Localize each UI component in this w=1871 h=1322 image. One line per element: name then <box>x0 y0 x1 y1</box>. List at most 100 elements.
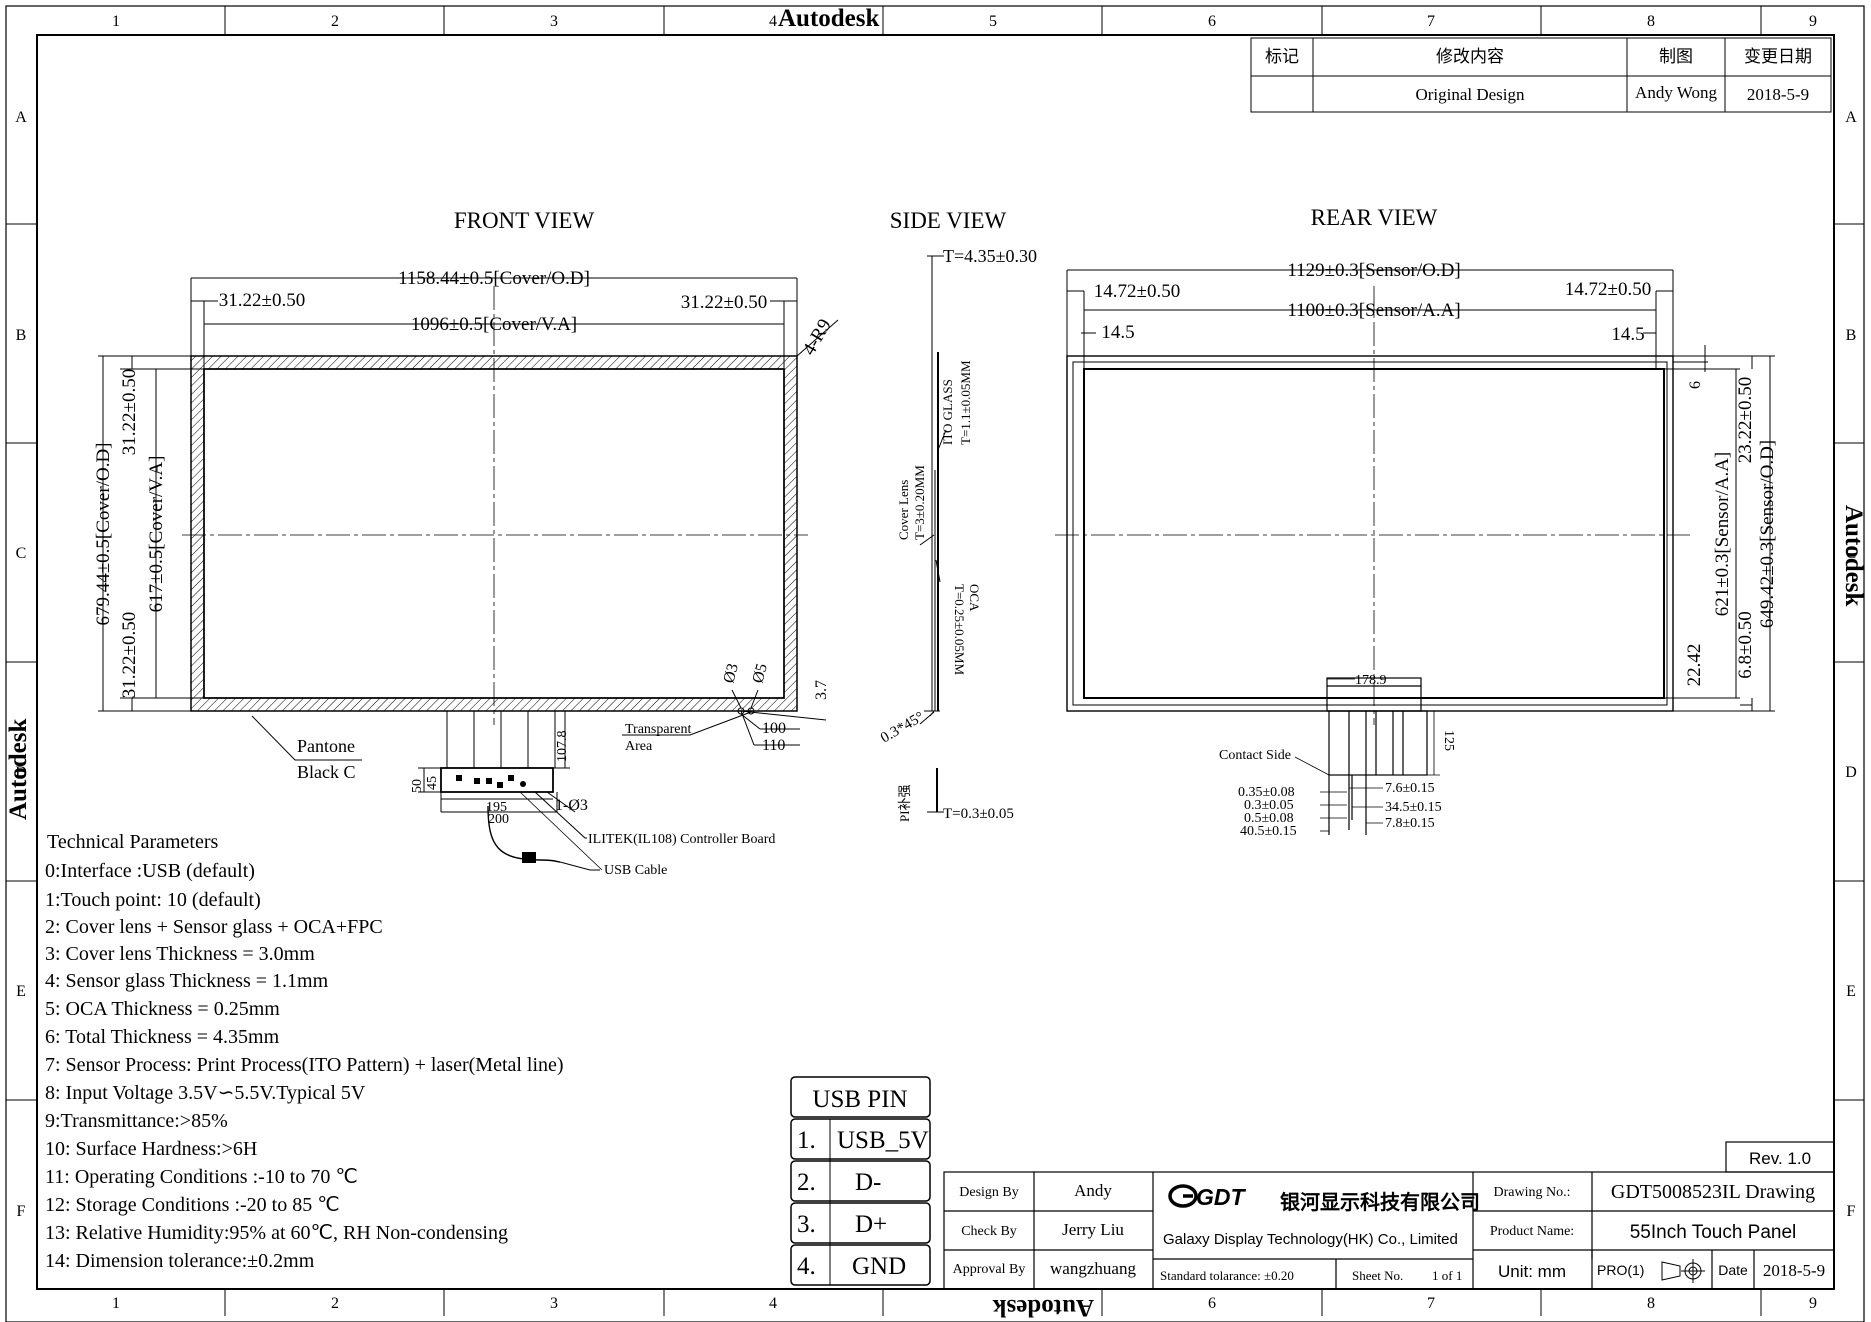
front-label-transparent: Transparent <box>625 722 691 737</box>
usb-pin-2-name: D- <box>855 1169 881 1196</box>
front-dim-margin-top: 31.22±0.50 <box>119 369 140 455</box>
rear-view: REAR VIEW <box>1055 205 1778 839</box>
tech-param-12: 12: Storage Conditions :-20 to 85 ℃ <box>45 1194 340 1216</box>
front-dim-margin-left: 31.22±0.50 <box>219 290 305 311</box>
grid-col-5: 5 <box>989 13 997 30</box>
rear-dim-margin-right: 14.72±0.50 <box>1565 279 1651 300</box>
title-product-name: 55Inch Touch Panel <box>1630 1222 1797 1243</box>
company-logo-icon <box>1168 1184 1198 1208</box>
grid-row-f-right: F <box>1847 1203 1856 1220</box>
tech-param-7: 7: Sensor Process: Print Process(ITO Pat… <box>45 1054 564 1076</box>
grid-col-9: 9 <box>1809 13 1817 30</box>
grid-col-1-bottom: 1 <box>112 1295 120 1312</box>
title-date-label: Date <box>1718 1262 1748 1278</box>
rear-dim-w03: 0.3±0.05 <box>1244 798 1294 813</box>
rear-dim-pitch: 0.35±0.08 <box>1238 785 1295 800</box>
rev-cell-drawn: Andy Wong <box>1635 83 1717 102</box>
rear-dim-sensor-od-h: 649.42±0.3[Sensor/O.D] <box>1757 440 1778 628</box>
grid-col-9-bottom: 9 <box>1809 1295 1817 1312</box>
title-date: 2018-5-9 <box>1763 1261 1825 1280</box>
grid-col-6: 6 <box>1208 13 1216 30</box>
front-hole-c: 1-Ø3 <box>555 797 588 814</box>
grid-col-4-bottom: 4 <box>769 1295 777 1312</box>
rev-header-drawn: 制图 <box>1659 47 1693 66</box>
grid-col-7-bottom: 7 <box>1427 1295 1435 1312</box>
rear-dim-2242: 22.42 <box>1684 644 1705 687</box>
grid-row-b-right: B <box>1846 327 1857 344</box>
tech-param-10: 10: Surface Hardness:>6H <box>45 1138 257 1160</box>
grid-col-4: 4 <box>769 13 777 30</box>
title-block: Rev. 1.0 Design By Check By Approval By … <box>943 1141 1835 1290</box>
usb-pin-title: USB PIN <box>812 1086 907 1113</box>
front-dim-100: 100 <box>762 720 786 737</box>
watermark-left: Autodesk <box>5 718 32 820</box>
rear-dim-margin-left: 14.72±0.50 <box>1094 281 1180 302</box>
grid-col-1: 1 <box>112 13 120 30</box>
grid-labels: 1 2 3 4 5 6 7 8 9 1 2 3 4 6 7 8 9 A B C … <box>15 13 1857 1312</box>
side-label-cover-lens: Cover Lens <box>896 480 911 540</box>
front-label-pantone: Pantone <box>297 736 355 756</box>
grid-col-2: 2 <box>331 13 339 30</box>
rear-dim-6: 6 <box>1687 381 1704 389</box>
rear-view-title: REAR VIEW <box>1311 205 1438 230</box>
grid-row-f: F <box>17 1203 26 1220</box>
front-dim-50: 50 <box>410 779 425 793</box>
front-hole-b: Ø5 <box>749 662 770 685</box>
tech-param-8: 8: Input Voltage 3.5V∽5.5V.Typical 5V <box>45 1082 366 1104</box>
rev-header-content: 修改内容 <box>1436 47 1504 66</box>
side-view-title: SIDE VIEW <box>890 208 1007 233</box>
title-approval-by: wangzhuang <box>1050 1259 1136 1278</box>
title-std-tol: Standard tolarance: ±0.20 <box>1160 1268 1294 1283</box>
rev-header-date: 变更日期 <box>1744 47 1812 66</box>
grid-row-b: B <box>16 327 27 344</box>
rear-dim-w05: 0.5±0.08 <box>1244 811 1294 826</box>
rear-dim-sensor-aa-h: 621±0.3[Sensor/A.A] <box>1712 452 1733 617</box>
title-check-by: Jerry Liu <box>1062 1220 1124 1239</box>
side-dim-total: T=4.35±0.30 <box>943 246 1037 266</box>
usb-pin-1-num: 1. <box>797 1127 816 1154</box>
revision-table: 标记 修改内容 制图 变更日期 Original Design Andy Won… <box>1250 37 1832 113</box>
grid-ticks <box>6 6 1864 1316</box>
usb-pin-3-num: 3. <box>797 1211 816 1238</box>
rear-dim-145-l: 14.5 <box>1101 322 1134 343</box>
side-view: SIDE VIEW T=4.35±0.30 ITO GLASS T=1.1±0.… <box>878 208 1037 822</box>
title-projection: PRO(1) <box>1597 1262 1644 1278</box>
rear-dim-fpc-len: 125 <box>1441 730 1456 751</box>
front-dim-cover-od-w: 1158.44±0.5[Cover/O.D] <box>398 268 590 289</box>
grid-col-3-bottom: 3 <box>550 1295 558 1312</box>
rear-dim-w405: 40.5±0.15 <box>1240 824 1297 839</box>
usb-pin-4-name: GND <box>852 1253 906 1280</box>
tech-param-3: 3: Cover lens Thickness = 3.0mm <box>45 943 315 965</box>
projection-symbol-icon <box>1661 1259 1705 1283</box>
tech-param-1: 1:Touch point: 10 (default) <box>45 889 261 911</box>
title-company-en: Galaxy Display Technology(HK) Co., Limit… <box>1163 1231 1458 1248</box>
usb-pin-4-num: 4. <box>797 1253 816 1280</box>
rear-dim-sensor-od-w: 1129±0.3[Sensor/O.D] <box>1287 260 1460 281</box>
tech-param-9: 9:Transmittance:>85% <box>45 1110 228 1132</box>
rev-header-mark: 标记 <box>1265 47 1299 66</box>
title-company-logo-text: GDT <box>1196 1184 1247 1210</box>
rear-label-contact-side: Contact Side <box>1219 748 1291 763</box>
front-dim-cover-va-w: 1096±0.5[Cover/V.A] <box>411 314 577 335</box>
grid-col-8: 8 <box>1647 13 1655 30</box>
title-check-by-label: Check By <box>961 1224 1017 1239</box>
rear-dim-68: 6.8±0.50 <box>1735 611 1756 678</box>
tech-param-5: 5: OCA Thickness = 0.25mm <box>45 998 280 1020</box>
title-sheet-no-label: Sheet No. <box>1352 1268 1403 1283</box>
front-dim-radius: 4-R9 <box>799 316 836 359</box>
rev-cell-date: 2018-5-9 <box>1747 85 1809 104</box>
rear-dim-sensor-aa-w: 1100±0.3[Sensor/A.A] <box>1287 300 1460 321</box>
title-drawing-no-label: Drawing No.: <box>1494 1185 1571 1200</box>
title-company-cn: 银河显示科技有限公司 <box>1280 1190 1480 1214</box>
tech-param-6: 6: Total Thickness = 4.35mm <box>45 1026 280 1048</box>
front-label-black-c: Black C <box>297 762 356 782</box>
front-dim-margin-bottom: 31.22±0.50 <box>119 612 140 698</box>
usb-pin-3-name: D+ <box>855 1211 887 1238</box>
grid-row-a: A <box>15 109 27 126</box>
front-dim-200: 200 <box>488 812 509 827</box>
grid-row-e: E <box>16 983 26 1000</box>
watermark-right: Autodesk <box>1840 505 1867 607</box>
tech-param-4: 4: Sensor glass Thickness = 1.1mm <box>45 970 329 992</box>
tech-param-14: 14: Dimension tolerance:±0.2mm <box>45 1250 315 1272</box>
grid-row-c: C <box>16 545 27 562</box>
